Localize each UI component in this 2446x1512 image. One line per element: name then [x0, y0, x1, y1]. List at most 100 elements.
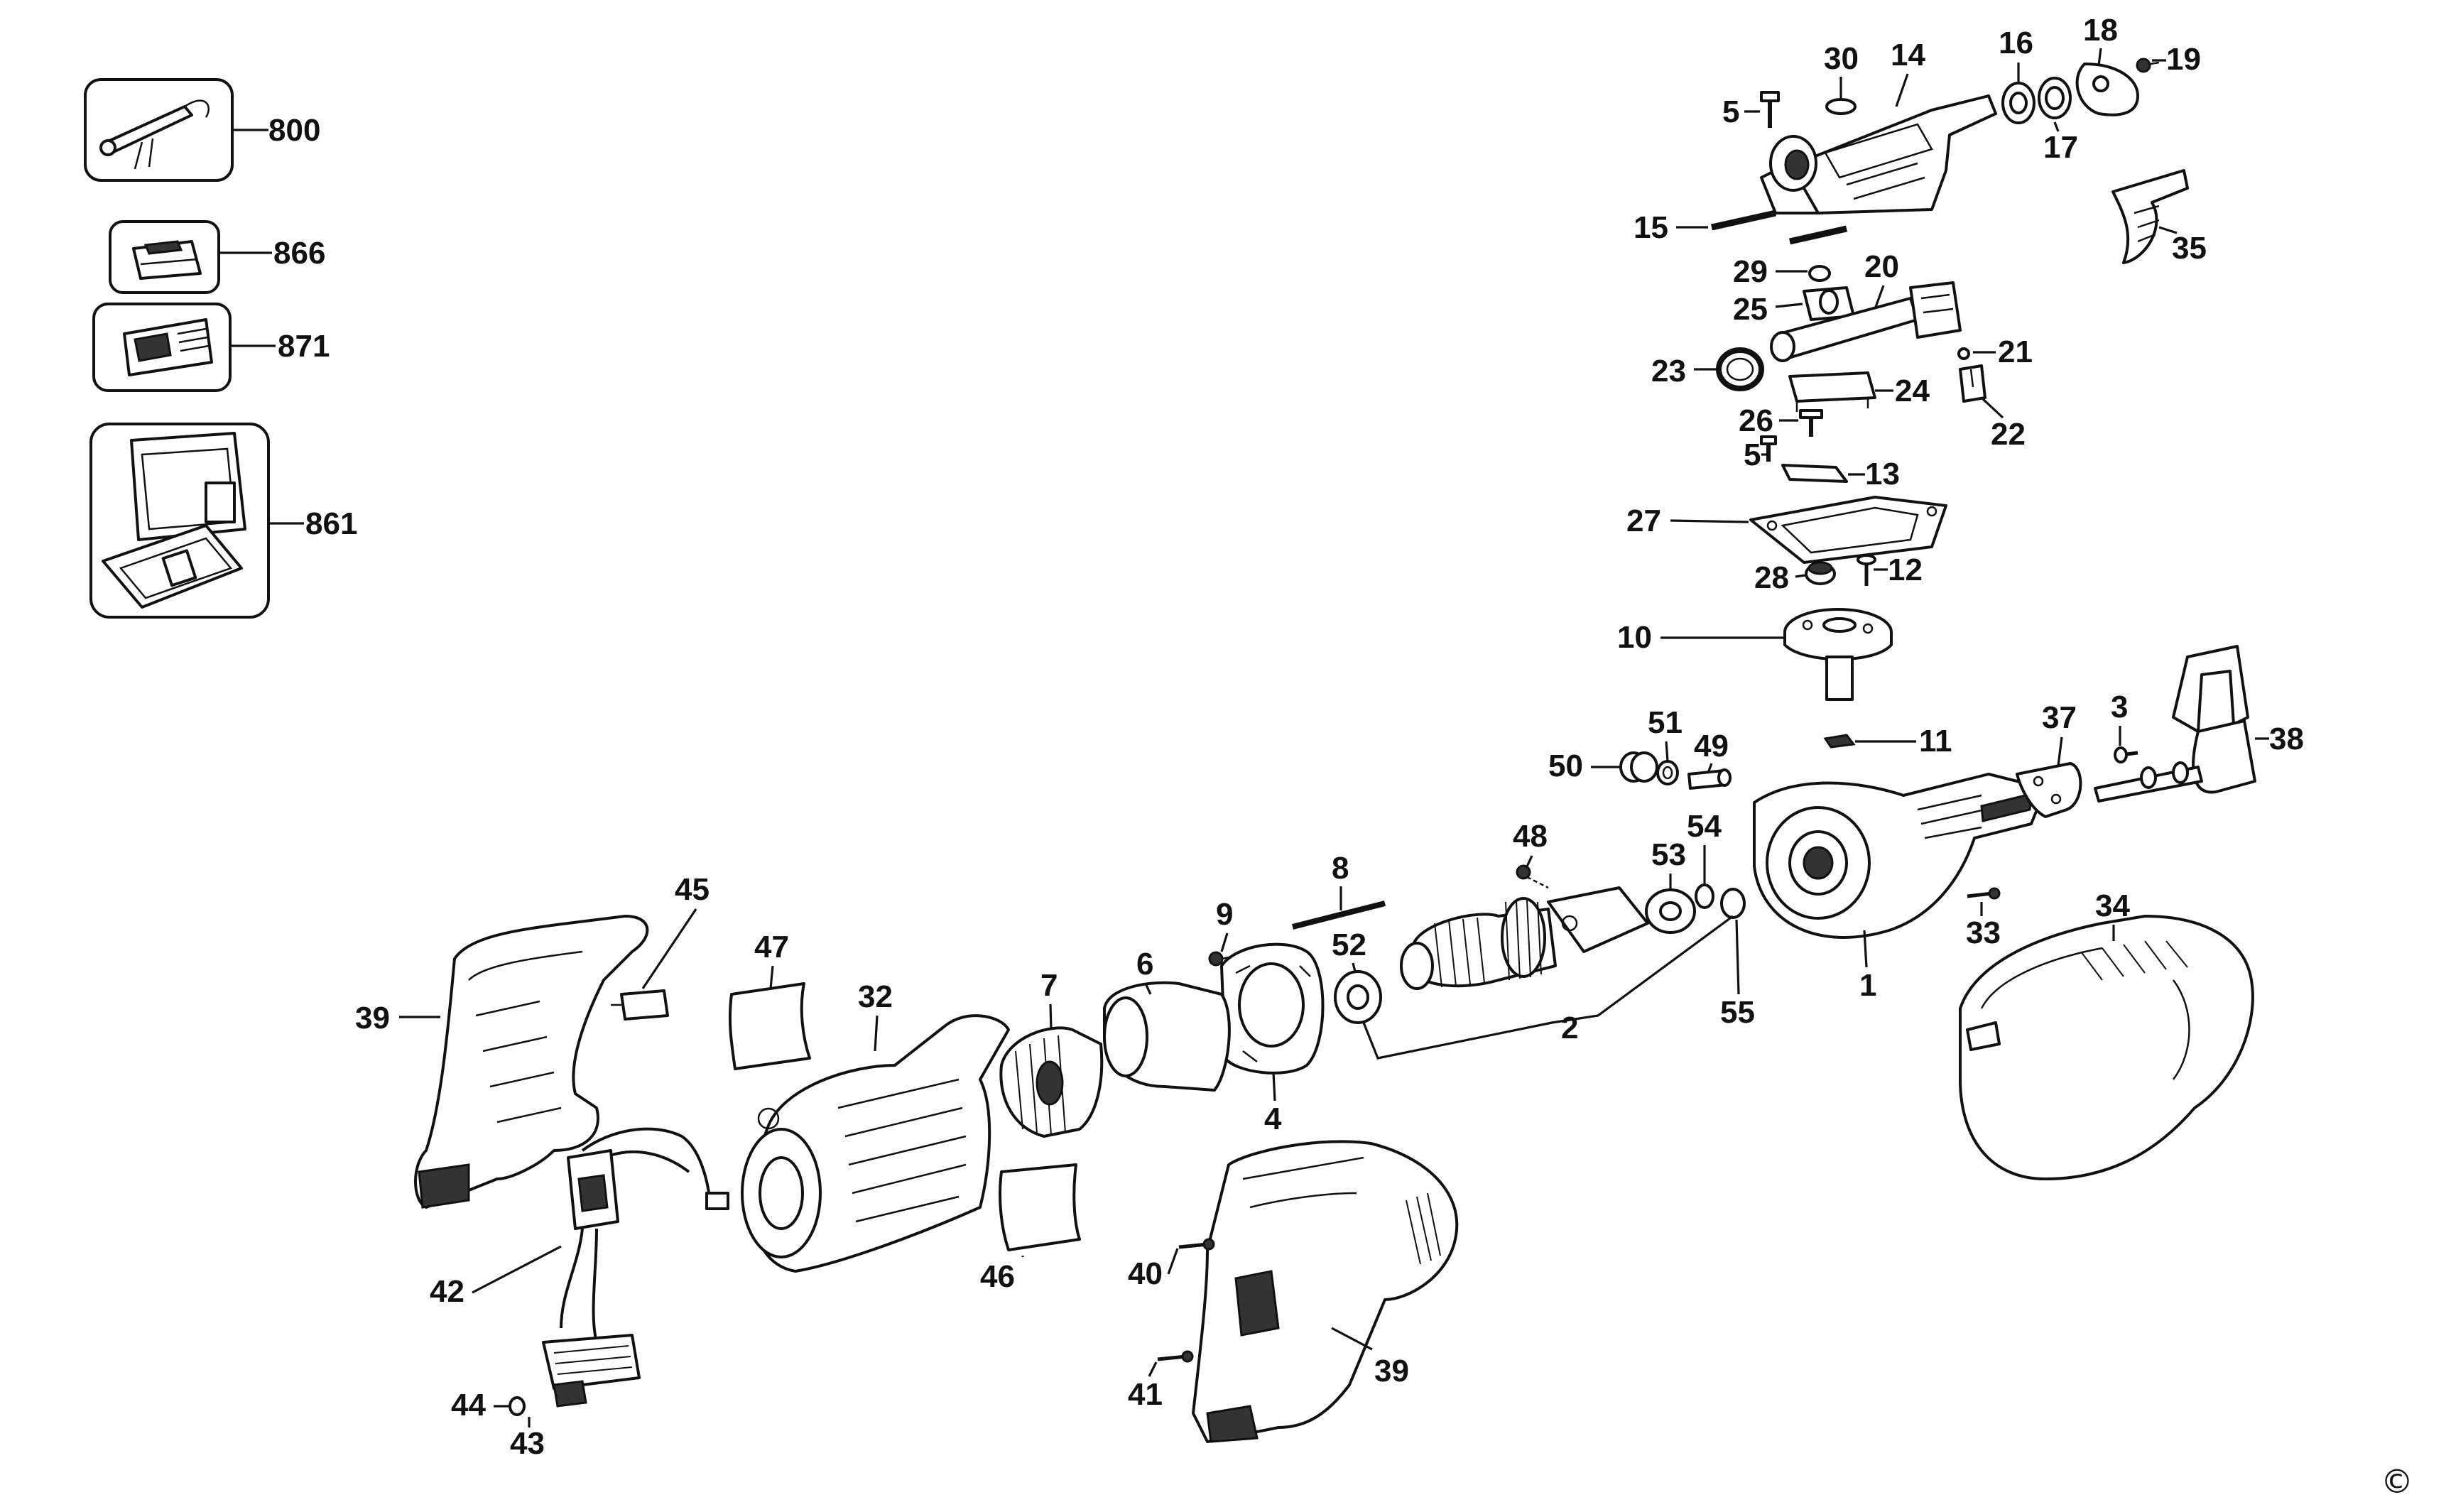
label-5b: 5 — [1744, 437, 1761, 472]
part-41-screw[interactable] — [1157, 1350, 1194, 1363]
part-5-screw-top[interactable] — [1760, 91, 1780, 128]
label-2: 2 — [1561, 1011, 1578, 1045]
label-51: 51 — [1648, 705, 1683, 740]
label-13: 13 — [1865, 457, 1900, 491]
label-28: 28 — [1754, 560, 1789, 595]
label-26: 26 — [1739, 403, 1773, 438]
label-866: 866 — [273, 236, 325, 271]
part-40-screw[interactable] — [1178, 1238, 1215, 1251]
label-34: 34 — [2095, 888, 2130, 923]
labels: 5 30 14 16 18 19 17 35 15 29 25 20 23 21… — [355, 13, 2304, 1461]
part-44-spring[interactable] — [509, 1396, 526, 1416]
charger-cable-icon — [99, 99, 210, 170]
label-33: 33 — [1966, 915, 2001, 950]
part-54-ring[interactable] — [1695, 883, 1714, 909]
part-14-gear-cover[interactable] — [1760, 94, 1997, 214]
label-4: 4 — [1264, 1102, 1282, 1136]
part-42-wiring-harness[interactable] — [560, 1127, 729, 1343]
part-32-motor-housing[interactable] — [741, 1014, 1010, 1273]
label-43: 43 — [510, 1426, 545, 1461]
part-2-armature[interactable] — [1400, 886, 1649, 990]
label-19: 19 — [2166, 42, 2201, 77]
part-35-lever[interactable] — [2111, 169, 2189, 264]
label-5a: 5 — [1722, 94, 1739, 129]
part-22-clip[interactable] — [1959, 364, 1986, 403]
part-34-nose-cover[interactable] — [1959, 915, 2254, 1180]
part-13-plate[interactable] — [1781, 464, 1848, 483]
part-11-key[interactable] — [1823, 734, 1856, 749]
label-40: 40 — [1128, 1256, 1163, 1291]
label-32: 32 — [858, 979, 893, 1014]
part-15b-pin[interactable] — [1789, 225, 1847, 245]
part-3-screw[interactable] — [2114, 746, 2138, 763]
part-50-bearing[interactable] — [1619, 751, 1658, 783]
part-29-nut[interactable] — [1808, 265, 1831, 282]
label-23: 23 — [1651, 354, 1686, 388]
label-50: 50 — [1548, 749, 1583, 783]
part-16-washer[interactable] — [2001, 82, 2035, 124]
part-7-brush-assembly[interactable] — [999, 1026, 1104, 1138]
part-19-screw[interactable] — [2136, 58, 2160, 73]
part-53-washer[interactable] — [1645, 888, 1696, 934]
label-45: 45 — [675, 872, 710, 907]
label-25: 25 — [1733, 292, 1768, 327]
part-4-brush-holder[interactable] — [1220, 942, 1325, 1075]
part-38-shoe[interactable] — [2094, 645, 2256, 803]
part-10-wobble-gear[interactable] — [1783, 608, 1893, 701]
part-6-magnet[interactable] — [1103, 981, 1231, 1092]
label-24: 24 — [1895, 374, 1930, 408]
accessory-866[interactable]: 866 — [109, 220, 325, 294]
part-20-plunger-shaft[interactable] — [1770, 281, 1962, 362]
accessory-861[interactable]: 861 — [89, 423, 357, 619]
label-52: 52 — [1332, 928, 1366, 962]
part-18-plate[interactable] — [2075, 62, 2139, 116]
part-26-screw[interactable] — [1799, 409, 1823, 437]
part-51-spring[interactable] — [1656, 760, 1679, 785]
part-55-washer[interactable] — [1720, 888, 1746, 919]
carry-case-icon — [102, 432, 246, 609]
part-15-pin[interactable] — [1711, 210, 1776, 231]
part-43-switch-base[interactable] — [542, 1334, 641, 1408]
label-11: 11 — [1919, 724, 1952, 758]
label-18: 18 — [2083, 13, 2118, 48]
part-37-clamp-plate[interactable] — [2016, 762, 2082, 818]
label-14: 14 — [1891, 38, 1925, 72]
part-8-rod[interactable] — [1292, 901, 1386, 930]
part-39-handle-half-right[interactable] — [1192, 1140, 1459, 1443]
part-46-label[interactable] — [999, 1163, 1081, 1251]
part-45-switch-connector[interactable] — [611, 989, 669, 1021]
part-27-gasket[interactable] — [1749, 496, 1947, 564]
label-54: 54 — [1687, 809, 1722, 844]
label-871: 871 — [278, 329, 330, 364]
part-21-ball[interactable] — [1957, 347, 1970, 360]
label-16: 16 — [1999, 26, 2033, 60]
part-28-bushing[interactable] — [1805, 561, 1836, 585]
label-12: 12 — [1888, 553, 1923, 587]
part-1-gear-case[interactable] — [1753, 773, 2047, 939]
label-47: 47 — [754, 930, 789, 964]
copyright-mark: © — [2381, 1462, 2413, 1501]
part-47-label[interactable] — [728, 982, 811, 1070]
label-55: 55 — [1720, 995, 1755, 1030]
accessory-871[interactable]: 871 — [92, 303, 330, 392]
part-39-handle-half-left[interactable] — [414, 915, 649, 1209]
part-30-pin[interactable] — [1825, 98, 1857, 115]
part-33-screw[interactable] — [1967, 887, 2001, 900]
label-42: 42 — [430, 1274, 464, 1309]
label-8: 8 — [1332, 851, 1349, 886]
part-17-washer[interactable] — [2038, 77, 2072, 119]
part-24-guide[interactable] — [1788, 371, 1876, 412]
part-48-screw[interactable] — [1516, 864, 1549, 889]
part-5-screw-mid[interactable] — [1760, 435, 1777, 462]
part-23-ring[interactable] — [1716, 347, 1764, 391]
label-6: 6 — [1136, 947, 1153, 981]
label-30: 30 — [1824, 41, 1859, 76]
label-9: 9 — [1216, 897, 1233, 932]
part-12-screw[interactable] — [1857, 554, 1876, 586]
label-17: 17 — [2043, 130, 2078, 165]
part-52-bearing[interactable] — [1334, 970, 1382, 1024]
label-3: 3 — [2111, 690, 2128, 724]
part-49-pin[interactable] — [1687, 768, 1732, 790]
charger-icon — [123, 318, 213, 376]
accessory-800[interactable]: 800 — [84, 78, 320, 182]
